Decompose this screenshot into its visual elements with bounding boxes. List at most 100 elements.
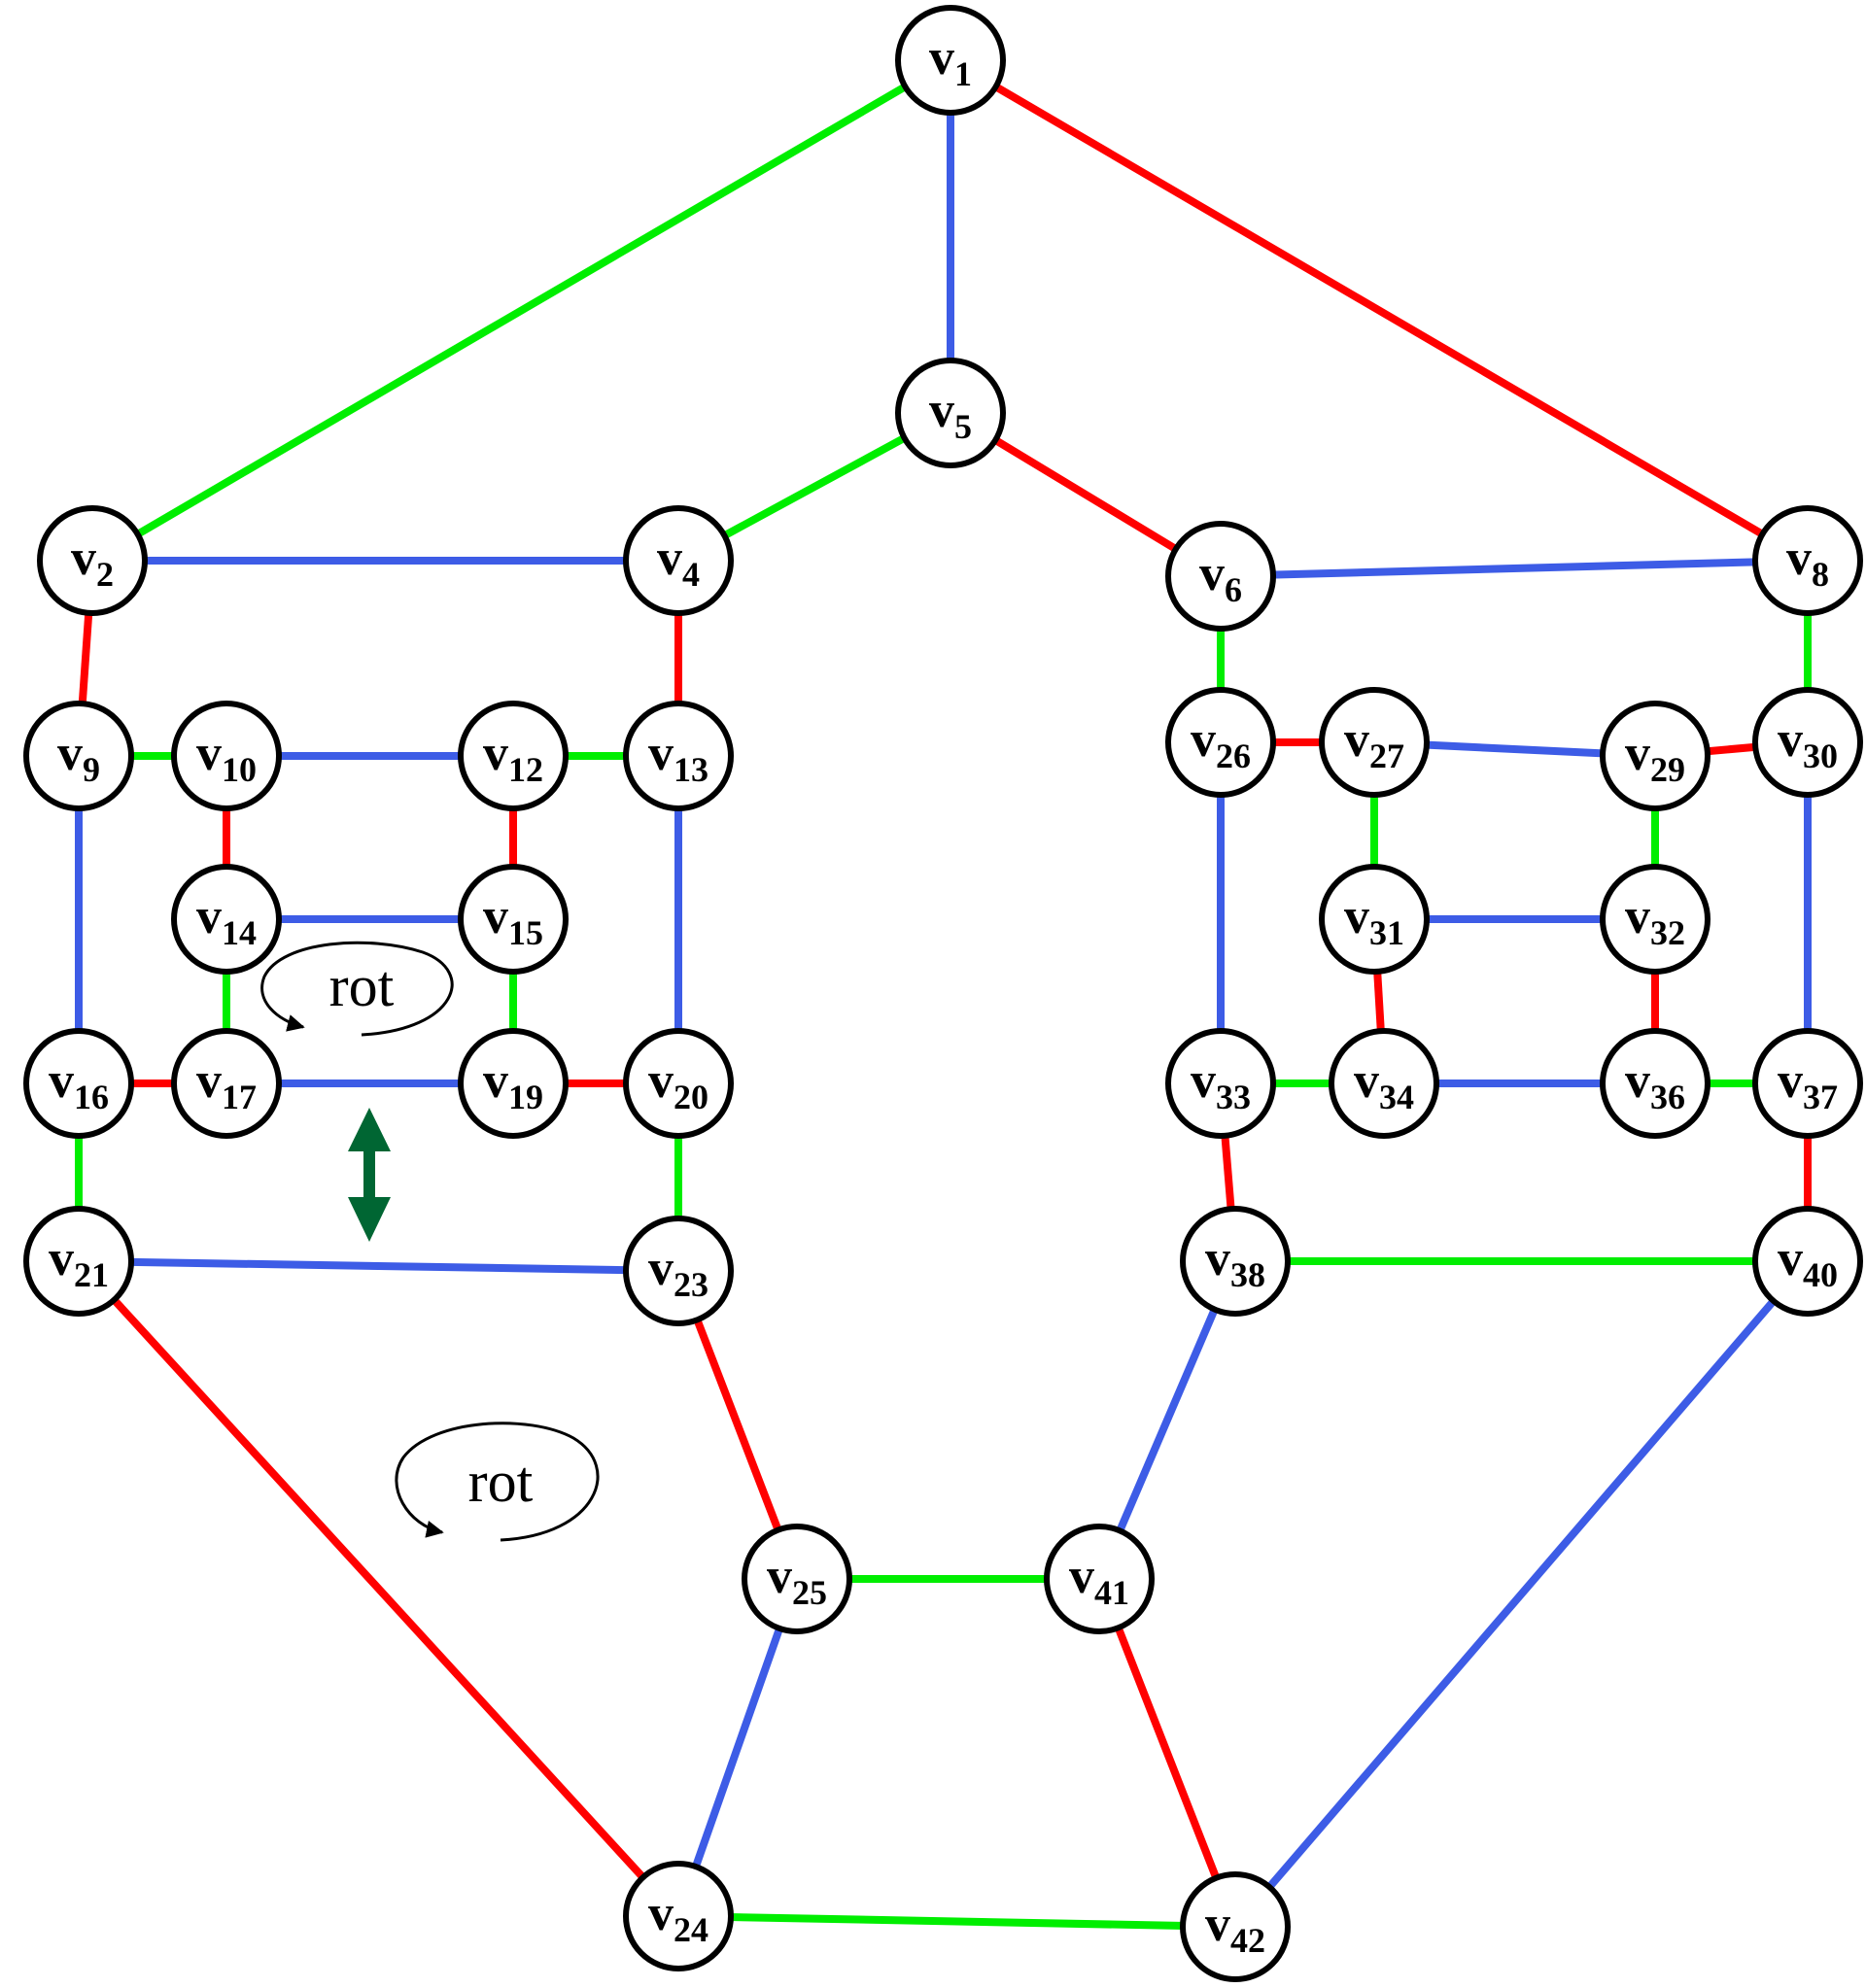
vertex-circle <box>895 5 1006 116</box>
vertex-v30: v30 <box>1752 687 1863 798</box>
edge-v25-v24 <box>674 1577 801 1918</box>
vertex-circle <box>1319 864 1430 975</box>
vertex-v34: v34 <box>1329 1028 1439 1139</box>
edge-v1-v8 <box>948 56 1811 565</box>
vertex-v33: v33 <box>1165 1028 1276 1139</box>
vertex-label: v4 <box>657 531 700 594</box>
rotation-annotation-lower: rot <box>395 1422 600 1542</box>
vertex-circle <box>171 1028 282 1139</box>
vertex-label: v24 <box>648 1886 708 1949</box>
vertex-label: v30 <box>1778 712 1838 775</box>
vertex-circle <box>1180 1871 1291 1982</box>
rotation-arc-upper-icon <box>260 941 454 1037</box>
vertex-label: v12 <box>483 726 543 789</box>
vertex-label: v1 <box>929 30 972 93</box>
vertex-label: v16 <box>49 1053 109 1116</box>
vertex-v25: v25 <box>742 1524 852 1634</box>
vertex-label: v41 <box>1069 1549 1129 1612</box>
vertex-circle <box>1600 1028 1710 1139</box>
vertex-circle <box>895 358 1006 468</box>
vertex-label: v32 <box>1625 889 1685 952</box>
vertex-label: v29 <box>1625 726 1685 789</box>
vertex-v13: v13 <box>623 701 734 811</box>
vertex-label: v8 <box>1786 531 1829 594</box>
vertex-label: v21 <box>49 1231 109 1294</box>
vertex-circle <box>623 701 734 811</box>
vertex-label: v20 <box>648 1053 708 1116</box>
vertex-v23: v23 <box>623 1216 734 1326</box>
vertex-v17: v17 <box>171 1028 282 1139</box>
vertex-v12: v12 <box>458 701 569 811</box>
vertex-circle <box>623 505 734 616</box>
vertex-v16: v16 <box>23 1028 134 1139</box>
vertex-label: v19 <box>483 1053 543 1116</box>
vertex-v38: v38 <box>1180 1206 1291 1317</box>
vertex-label: v33 <box>1191 1053 1251 1116</box>
vertex-v31: v31 <box>1319 864 1430 975</box>
edge-v41-v42 <box>1095 1577 1239 1929</box>
vertex-circle <box>458 864 569 975</box>
double-arrow-icon <box>348 1108 391 1242</box>
vertex-v4: v4 <box>623 505 734 616</box>
vertex-circle <box>23 701 134 811</box>
vertex-label: v34 <box>1354 1053 1414 1116</box>
vertex-circle <box>1752 505 1863 616</box>
vertex-v8: v8 <box>1752 505 1863 616</box>
vertex-circle <box>1180 1206 1291 1317</box>
vertex-circle <box>1319 687 1430 798</box>
rotation-label-upper: rot <box>329 954 395 1018</box>
vertex-v36: v36 <box>1600 1028 1710 1139</box>
vertex-label: v17 <box>196 1053 257 1116</box>
vertex-label: v38 <box>1205 1231 1265 1294</box>
vertex-label: v13 <box>648 726 708 789</box>
vertex-circle <box>171 701 282 811</box>
vertex-label: v42 <box>1205 1897 1265 1960</box>
vertex-v9: v9 <box>23 701 134 811</box>
vertex-label: v26 <box>1191 712 1251 775</box>
vertex-v40: v40 <box>1752 1206 1863 1317</box>
vertex-circle <box>623 1216 734 1326</box>
vertex-circle <box>623 1028 734 1139</box>
rotation-annotation-upper: rot <box>260 941 454 1037</box>
edge-v21-v23 <box>78 1257 679 1275</box>
edge-v24-v42 <box>677 1912 1236 1931</box>
vertex-circle <box>1752 687 1863 798</box>
vertex-label: v23 <box>648 1241 708 1304</box>
vertex-v26: v26 <box>1165 687 1276 798</box>
vertex-label: v31 <box>1344 889 1404 952</box>
edge-v1-v2 <box>89 56 953 565</box>
vertex-circle <box>1165 521 1276 632</box>
vertex-circle <box>23 1028 134 1139</box>
vertex-label: v15 <box>483 889 543 952</box>
vertex-v20: v20 <box>623 1028 734 1139</box>
vertex-v29: v29 <box>1600 701 1710 811</box>
vertex-circle <box>623 1861 734 1971</box>
vertex-label: v6 <box>1199 546 1242 609</box>
rotation-arc-lower-icon <box>395 1422 600 1542</box>
edge-v38-v41 <box>1095 1259 1239 1581</box>
vertex-circle <box>1165 687 1276 798</box>
vertex-circle <box>1600 701 1710 811</box>
vertex-v32: v32 <box>1600 864 1710 975</box>
vertex-v37: v37 <box>1752 1028 1863 1139</box>
vertex-label: v27 <box>1344 712 1404 775</box>
rotation-label-lower: rot <box>468 1450 534 1514</box>
vertex-label: v25 <box>767 1549 827 1612</box>
edge-v21-v24 <box>76 1258 681 1919</box>
vertex-circle <box>23 1206 134 1317</box>
vertex-v27: v27 <box>1319 687 1430 798</box>
vertex-circle <box>171 864 282 975</box>
vertex-v5: v5 <box>895 358 1006 468</box>
vertex-label: v9 <box>57 726 100 789</box>
vertex-label: v5 <box>929 383 972 446</box>
vertex-circle <box>458 1028 569 1139</box>
vertex-label: v10 <box>196 726 257 789</box>
vertex-v42: v42 <box>1180 1871 1291 1982</box>
vertex-v1: v1 <box>895 5 1006 116</box>
edge-v40-v42 <box>1231 1258 1812 1930</box>
vertex-v6: v6 <box>1165 521 1276 632</box>
vertex-circle <box>458 701 569 811</box>
vertex-v10: v10 <box>171 701 282 811</box>
